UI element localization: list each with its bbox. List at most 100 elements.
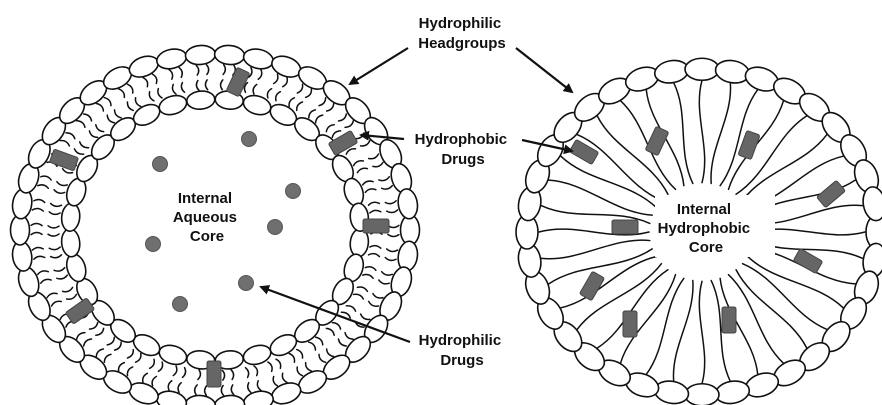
lipid-tail xyxy=(231,370,234,380)
hydrophilic-drug xyxy=(173,297,188,312)
headgroup xyxy=(185,394,216,405)
lipid-tail xyxy=(282,373,287,382)
lipid-tail xyxy=(319,98,326,106)
surfactant-tail xyxy=(736,270,807,348)
lipid-tail xyxy=(77,333,85,340)
lipid-tail xyxy=(361,314,370,319)
lipid-tail xyxy=(179,68,182,78)
lipid-tail xyxy=(253,84,257,94)
headgroup xyxy=(401,215,420,245)
lipid-tail xyxy=(346,306,355,311)
lipid-tail xyxy=(205,80,207,90)
lipid-tail xyxy=(388,234,399,236)
lipid-tail xyxy=(178,383,181,393)
lipid-tail xyxy=(96,125,104,132)
hydrophobic-drug xyxy=(738,130,760,159)
lipid-tail xyxy=(249,68,252,78)
lipid-tail xyxy=(41,176,51,180)
lipid-tail xyxy=(107,115,114,123)
lipid-tail xyxy=(297,102,303,110)
headgroup xyxy=(155,46,188,71)
lipid-tail xyxy=(363,274,373,278)
lipid-tail xyxy=(89,323,97,330)
lipid-tail xyxy=(77,121,85,128)
hydrophobic-core-line-2: Hydrophobic xyxy=(658,220,751,237)
lipid-tail xyxy=(38,271,49,274)
lipid-tail xyxy=(127,367,132,376)
headgroup xyxy=(714,378,751,405)
lipid-tail xyxy=(365,189,376,192)
lipid-tail xyxy=(32,247,43,250)
lipid-tail xyxy=(47,293,57,297)
lipid-tail xyxy=(327,103,334,111)
lipid-tail xyxy=(363,181,373,185)
headgroups-line-2: Headgroups xyxy=(418,35,506,52)
lipid-tail xyxy=(267,89,271,98)
lipid-tail xyxy=(274,74,278,83)
lipid-tail xyxy=(74,149,83,154)
lipid-tail xyxy=(327,349,334,357)
headgroup xyxy=(60,202,81,232)
lipid-tail xyxy=(158,89,162,98)
lipid-tail xyxy=(143,373,148,382)
lipid-tail xyxy=(388,225,399,227)
hydrophobic-drug xyxy=(328,130,358,155)
surfactant-tail xyxy=(549,180,652,215)
hydrophilic-drugs-line-1: Hydrophilic xyxy=(419,332,502,349)
lipid-tail xyxy=(346,149,355,154)
lipid-tail xyxy=(254,366,258,376)
lipid-tail xyxy=(119,363,125,371)
hydrophobic-drugs-line-2: Drugs xyxy=(441,151,484,168)
surfactant-tail xyxy=(674,83,693,184)
arrow-headgroups-micelle xyxy=(516,48,572,92)
lipid-tail xyxy=(316,337,323,345)
lipid-tail xyxy=(326,125,334,132)
lipid-tail xyxy=(257,381,261,391)
liposome: Internal Aqueous Core xyxy=(11,44,420,405)
hydrophobic-drug xyxy=(226,67,250,96)
lipid-tail xyxy=(48,234,59,236)
hydrophobic-drug xyxy=(817,180,846,207)
headgroup xyxy=(157,342,189,367)
lipid-tail xyxy=(382,186,393,189)
lipid-tail xyxy=(195,385,198,395)
lipid-tail xyxy=(84,114,92,121)
lipid-tail xyxy=(297,367,302,376)
headgroup xyxy=(157,92,189,117)
lipid-tail xyxy=(326,328,334,335)
lipid-tail xyxy=(198,370,201,380)
hydrophilic-drugs-line-2: Drugs xyxy=(440,352,483,369)
aqueous-core-line-1: Internal xyxy=(178,190,232,207)
lipid-tail xyxy=(57,275,67,279)
surfactant-tail xyxy=(743,264,827,330)
lipid-tail xyxy=(268,362,272,371)
lipid-tail xyxy=(84,339,92,346)
lipid-tail xyxy=(158,362,162,371)
lipid-tail xyxy=(38,185,49,188)
lipid-tail xyxy=(338,339,346,346)
lipid-tail xyxy=(373,162,383,166)
lipid-tail xyxy=(221,386,223,396)
lipid-tail xyxy=(345,121,353,128)
lipid-tail xyxy=(387,249,398,252)
lipid-tail xyxy=(361,141,370,146)
arrow-headgroups-liposome xyxy=(350,48,408,84)
headgroup xyxy=(214,44,245,65)
hydrophobic-drugs-label: Hydrophobic Drugs xyxy=(415,131,512,168)
lipid-tail xyxy=(306,89,312,97)
hydrophobic-drug xyxy=(722,307,736,333)
lipid-tail xyxy=(153,74,157,83)
lipid-tail xyxy=(31,232,42,234)
lipid-tail xyxy=(49,247,60,250)
lipid-tail xyxy=(41,279,51,283)
lipid-tail xyxy=(96,349,103,357)
lipid-tail xyxy=(387,210,398,213)
headgroup xyxy=(241,342,273,367)
lipid-tail xyxy=(127,84,132,93)
lipid-tail xyxy=(115,342,122,350)
lipid-tail xyxy=(245,368,248,378)
lipid-tail xyxy=(309,342,316,350)
lipid-tail xyxy=(168,381,172,391)
surfactant-tail xyxy=(541,240,649,259)
headgroup xyxy=(685,58,719,80)
